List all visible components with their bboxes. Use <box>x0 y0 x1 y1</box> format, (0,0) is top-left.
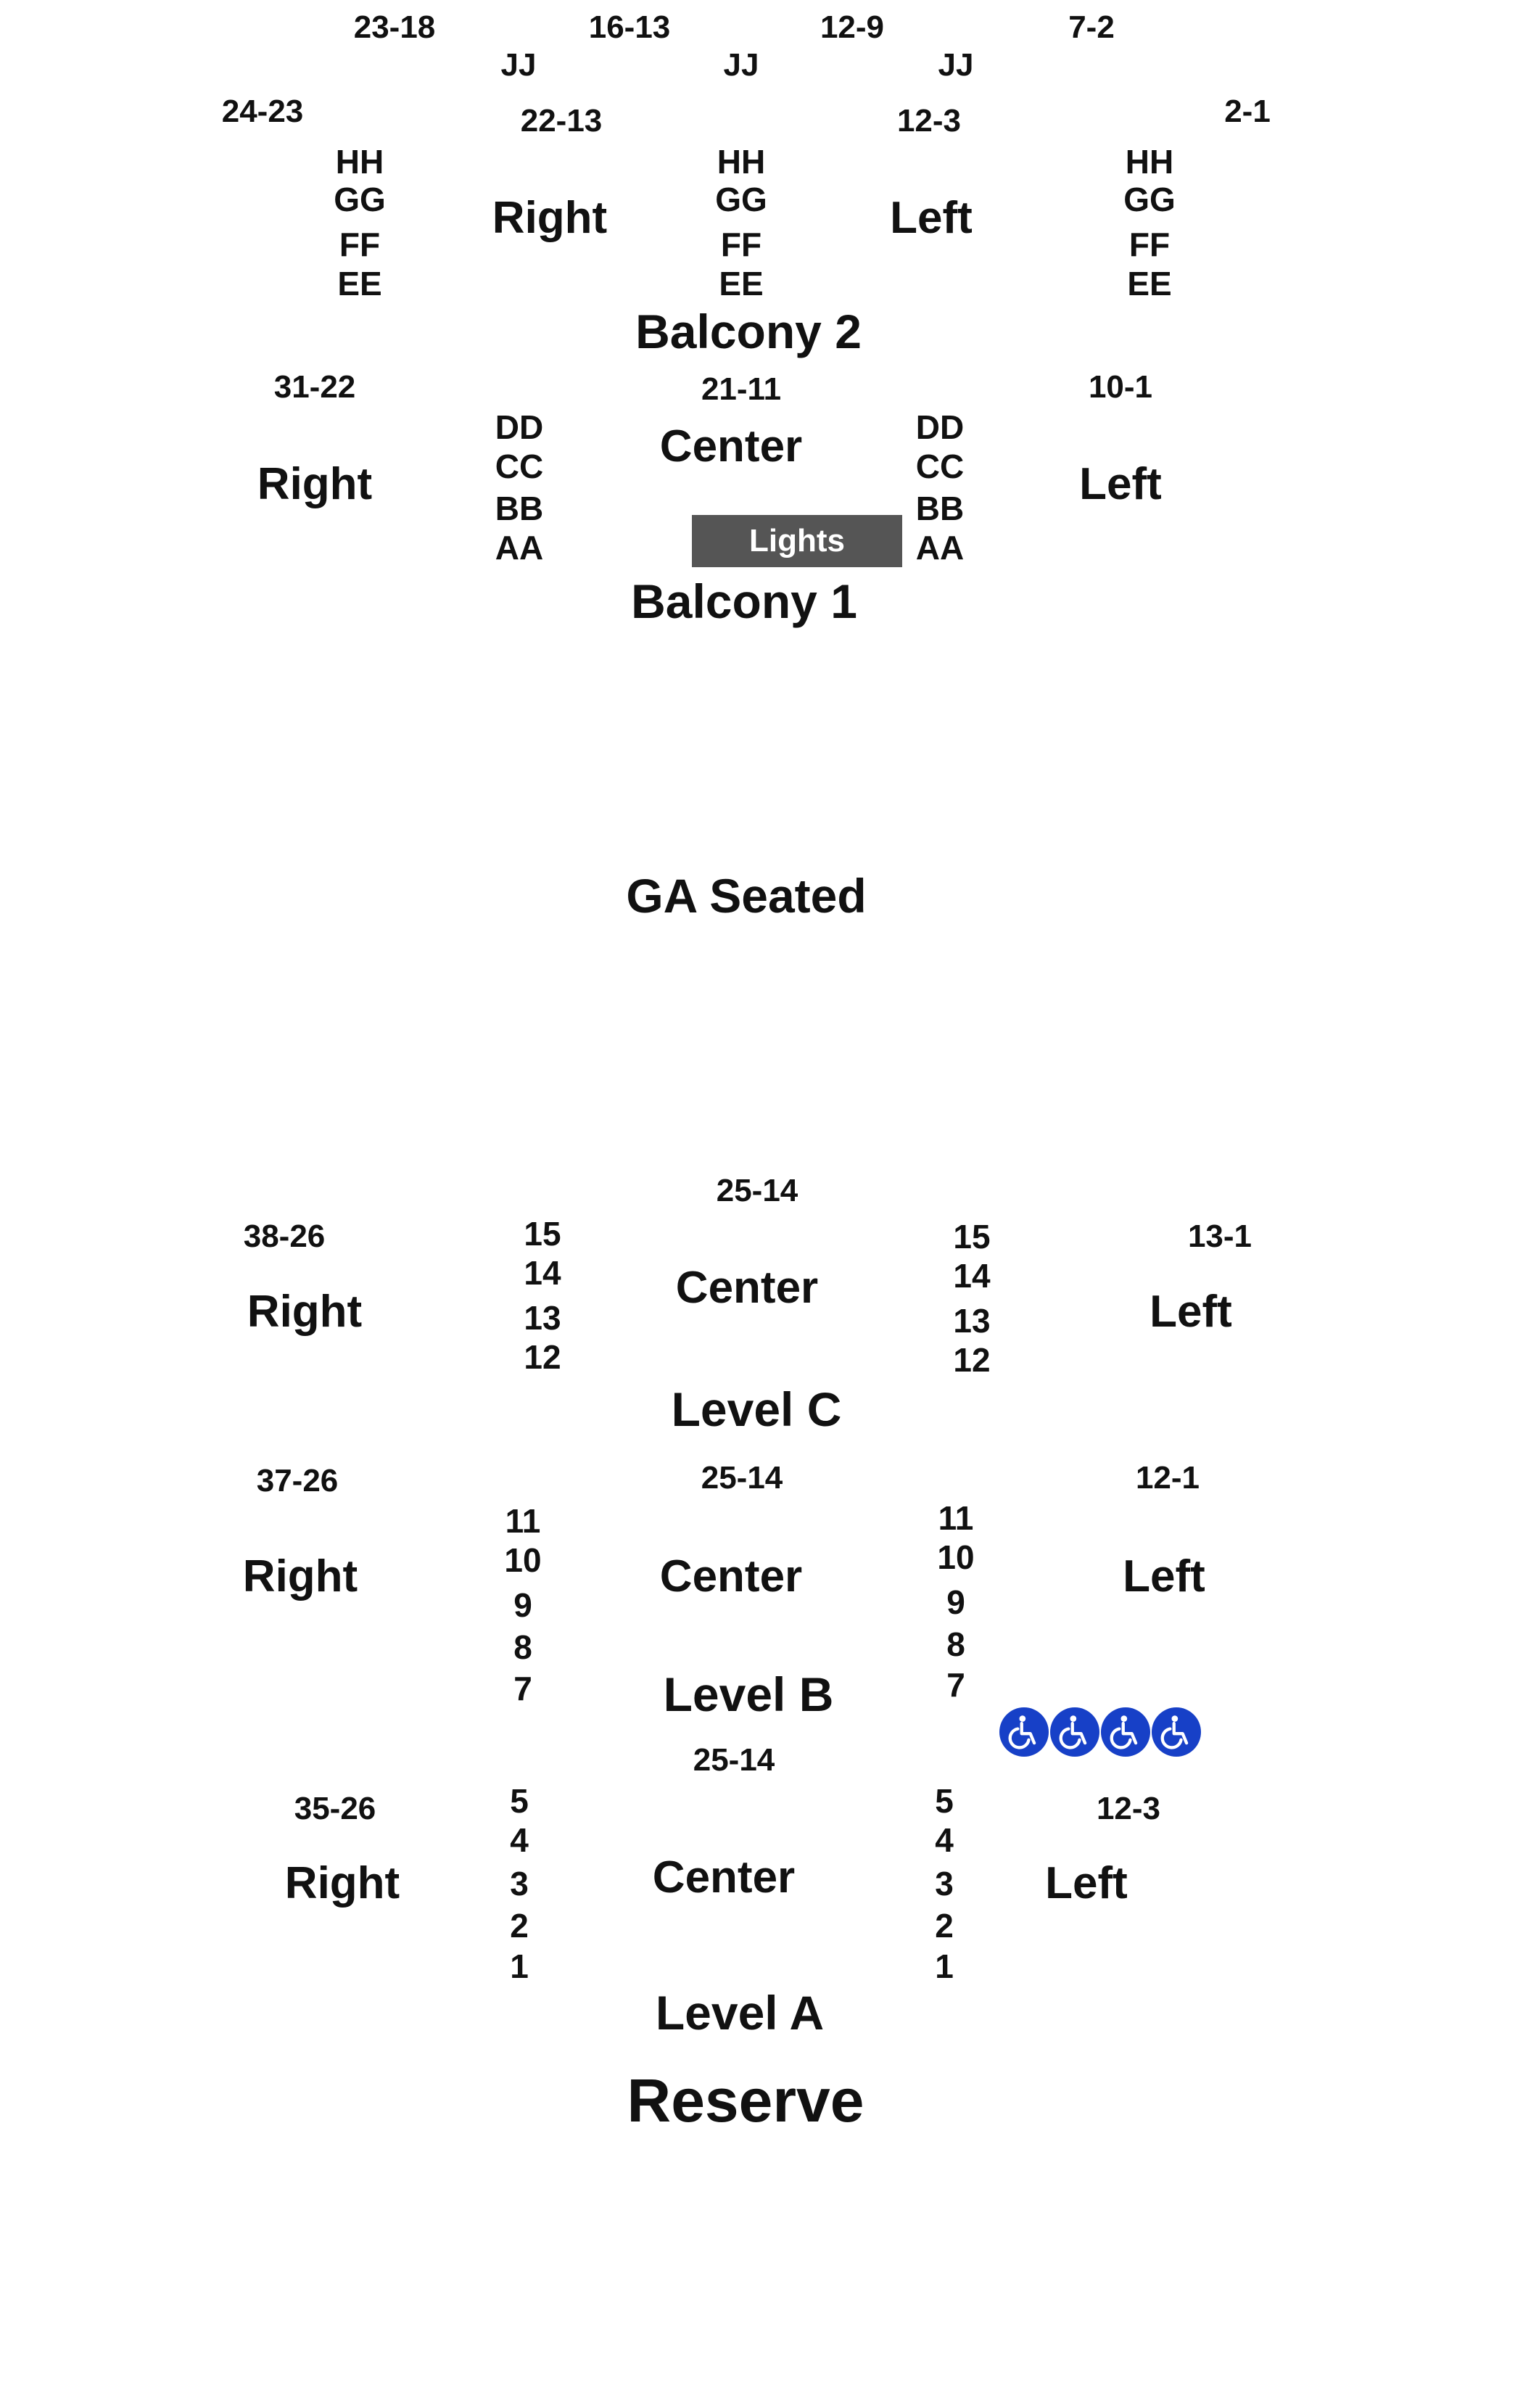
wheelchair-icon[interactable] <box>999 1707 1049 1757</box>
level-title-level-c: Level C <box>671 1382 842 1436</box>
row-label: DD <box>495 408 544 446</box>
seat-range: 13-1 <box>1187 1219 1252 1254</box>
row-label: 14 <box>953 1257 991 1295</box>
seat-range: 12-3 <box>896 103 962 139</box>
section-right[interactable]: Right <box>284 1858 400 1908</box>
seat-range: 12-1 <box>1135 1460 1200 1496</box>
section-right[interactable]: Right <box>492 193 608 243</box>
wheelchair-icon[interactable] <box>1050 1707 1099 1757</box>
row-label-jj: JJ <box>938 47 974 83</box>
row-label: 12 <box>524 1338 561 1376</box>
row-label: FF <box>720 226 762 263</box>
row-label: 1 <box>935 1947 954 1985</box>
row-label: 11 <box>505 1502 541 1540</box>
row-label: 10 <box>504 1541 542 1579</box>
seat-range: 35-26 <box>294 1791 376 1826</box>
seat-range: 10-1 <box>1088 369 1153 405</box>
row-label: HH <box>1125 143 1174 181</box>
row-label: FF <box>1128 226 1171 263</box>
section-left[interactable]: Left <box>1079 459 1162 509</box>
row-label: EE <box>1127 265 1172 302</box>
row-label: 15 <box>953 1218 991 1255</box>
row-label: 13 <box>524 1299 561 1337</box>
row-label-jj: JJ <box>723 47 759 83</box>
row-label: 2 <box>935 1907 954 1945</box>
reserve-title: Reserve <box>627 2066 864 2135</box>
row-label: CC <box>495 448 544 485</box>
row-label: 12 <box>953 1341 991 1379</box>
seat-range: 37-26 <box>256 1463 339 1498</box>
seat-range: 31-22 <box>273 369 356 405</box>
section-left[interactable]: Left <box>1045 1858 1128 1908</box>
wheelchair-icon[interactable] <box>1101 1707 1150 1757</box>
section-center[interactable]: Center <box>659 1551 803 1601</box>
row-label: EE <box>337 265 382 302</box>
row-label: GG <box>334 181 386 218</box>
row-label: 4 <box>510 1821 529 1859</box>
row-label: 7 <box>513 1670 532 1707</box>
level-title-level-b: Level B <box>663 1667 834 1721</box>
row-label: EE <box>719 265 764 302</box>
section-left[interactable]: Left <box>1123 1551 1205 1601</box>
seat-range: 25-14 <box>693 1742 775 1778</box>
section-center[interactable]: Center <box>675 1263 819 1313</box>
lights-block: Lights <box>692 515 902 567</box>
row-label: 3 <box>935 1865 954 1902</box>
row-label: 14 <box>524 1254 561 1292</box>
section-right[interactable]: Right <box>247 1287 363 1337</box>
row-label: 7 <box>946 1666 965 1704</box>
row-label: AA <box>915 529 965 566</box>
row-label: FF <box>339 226 381 263</box>
row-label: AA <box>495 529 544 566</box>
row-label: CC <box>915 448 965 485</box>
row-label: 5 <box>510 1782 529 1820</box>
seat-range: 38-26 <box>243 1219 326 1254</box>
seat-range: 22-13 <box>520 103 603 139</box>
row-label: 8 <box>513 1628 532 1666</box>
seat-range: 12-9 <box>820 9 885 45</box>
seat-range: 24-23 <box>221 94 304 129</box>
row-label: 15 <box>524 1215 561 1253</box>
ga-seated-title[interactable]: GA Seated <box>626 869 867 923</box>
row-label: BB <box>915 490 965 527</box>
seat-range: 23-18 <box>353 9 436 45</box>
seat-range: 2-1 <box>1224 94 1271 129</box>
seat-range: 21-11 <box>701 371 782 407</box>
section-left[interactable]: Left <box>890 193 973 243</box>
row-label: 5 <box>935 1782 954 1820</box>
level-title-balcony-1: Balcony 1 <box>631 574 857 628</box>
row-label-jj: JJ <box>500 47 537 83</box>
row-label: 9 <box>513 1586 532 1624</box>
level-title-balcony-2: Balcony 2 <box>635 305 862 358</box>
row-label: 3 <box>510 1865 529 1902</box>
row-label: 11 <box>938 1499 974 1537</box>
row-label: HH <box>717 143 766 181</box>
section-left[interactable]: Left <box>1150 1287 1232 1337</box>
section-center[interactable]: Center <box>652 1852 796 1902</box>
section-center[interactable]: Center <box>659 421 803 471</box>
seat-range: 25-14 <box>716 1173 798 1208</box>
row-label: 13 <box>953 1302 991 1340</box>
row-label: 1 <box>510 1947 529 1985</box>
row-label: 8 <box>946 1625 965 1663</box>
wheelchair-icon[interactable] <box>1152 1707 1201 1757</box>
row-label: 9 <box>946 1583 965 1621</box>
seat-range: 25-14 <box>701 1460 783 1496</box>
seat-range: 7-2 <box>1068 9 1115 45</box>
row-label: BB <box>495 490 544 527</box>
row-label: 2 <box>510 1907 529 1945</box>
row-label: GG <box>1123 181 1176 218</box>
level-title-level-a: Level A <box>655 1986 825 2040</box>
row-label: HH <box>335 143 384 181</box>
row-label: DD <box>915 408 965 446</box>
section-right[interactable]: Right <box>257 459 373 509</box>
seat-range: 16-13 <box>588 9 671 45</box>
section-right[interactable]: Right <box>242 1551 358 1601</box>
seat-range: 12-3 <box>1096 1791 1161 1826</box>
row-label: 4 <box>935 1821 954 1859</box>
row-label: GG <box>715 181 767 218</box>
row-label: 10 <box>937 1538 975 1576</box>
